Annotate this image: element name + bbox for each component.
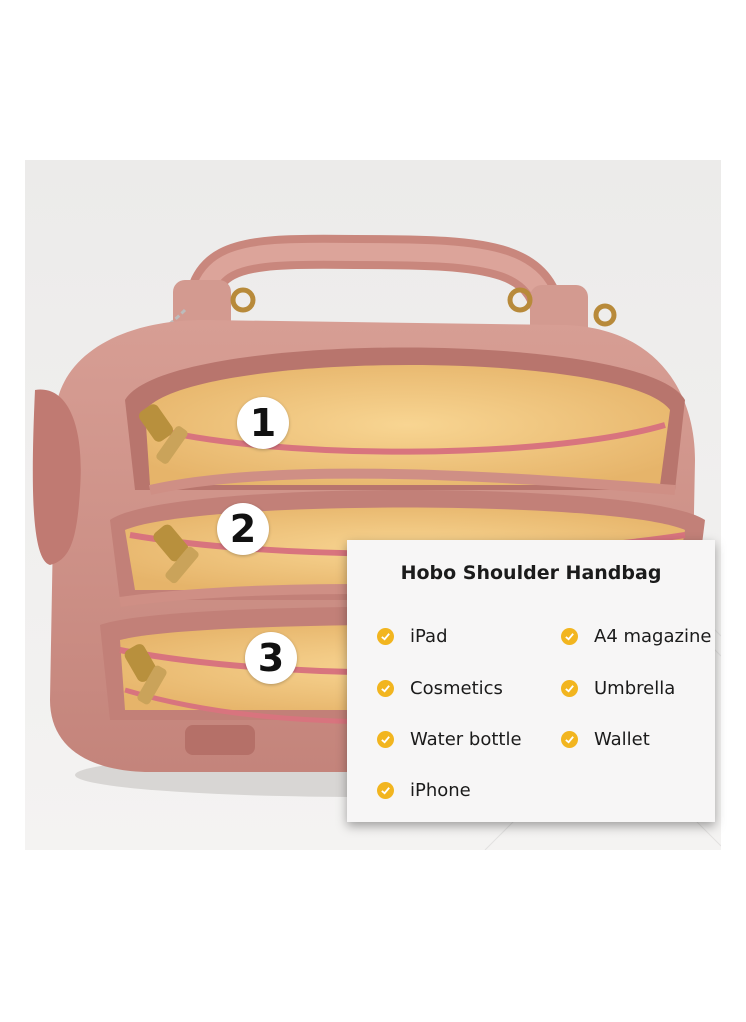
list-item: Wallet xyxy=(561,729,650,750)
card-title: Hobo Shoulder Handbag xyxy=(400,562,662,584)
compartment-number-2: 2 xyxy=(217,503,269,555)
check-circle-icon xyxy=(377,731,394,748)
check-circle-icon xyxy=(377,782,394,799)
list-item: A4 magazine xyxy=(561,626,711,647)
list-item: Cosmetics xyxy=(377,678,503,699)
item-label: Water bottle xyxy=(410,729,522,750)
compartment-number-3: 3 xyxy=(245,632,297,684)
check-circle-icon xyxy=(377,628,394,645)
check-circle-icon xyxy=(561,628,578,645)
compartment-number-3-label: 3 xyxy=(257,636,285,680)
check-circle-icon xyxy=(561,680,578,697)
item-label: Wallet xyxy=(594,729,650,750)
capacity-card: Hobo Shoulder Handbag iPad Cosmetics Wat… xyxy=(347,540,715,822)
item-label: iPhone xyxy=(410,780,471,801)
item-label: Umbrella xyxy=(594,678,676,699)
list-item: iPad xyxy=(377,626,448,647)
item-label: Cosmetics xyxy=(410,678,503,699)
compartment-number-1: 1 xyxy=(237,397,289,449)
list-item: Water bottle xyxy=(377,729,522,750)
item-label: iPad xyxy=(410,626,448,647)
compartment-number-1-label: 1 xyxy=(249,401,277,445)
list-item: Umbrella xyxy=(561,678,675,699)
compartment-number-2-label: 2 xyxy=(229,507,257,551)
check-circle-icon xyxy=(561,731,578,748)
check-circle-icon xyxy=(377,680,394,697)
list-item: iPhone xyxy=(377,780,471,801)
item-label: A4 magazine xyxy=(594,626,712,647)
